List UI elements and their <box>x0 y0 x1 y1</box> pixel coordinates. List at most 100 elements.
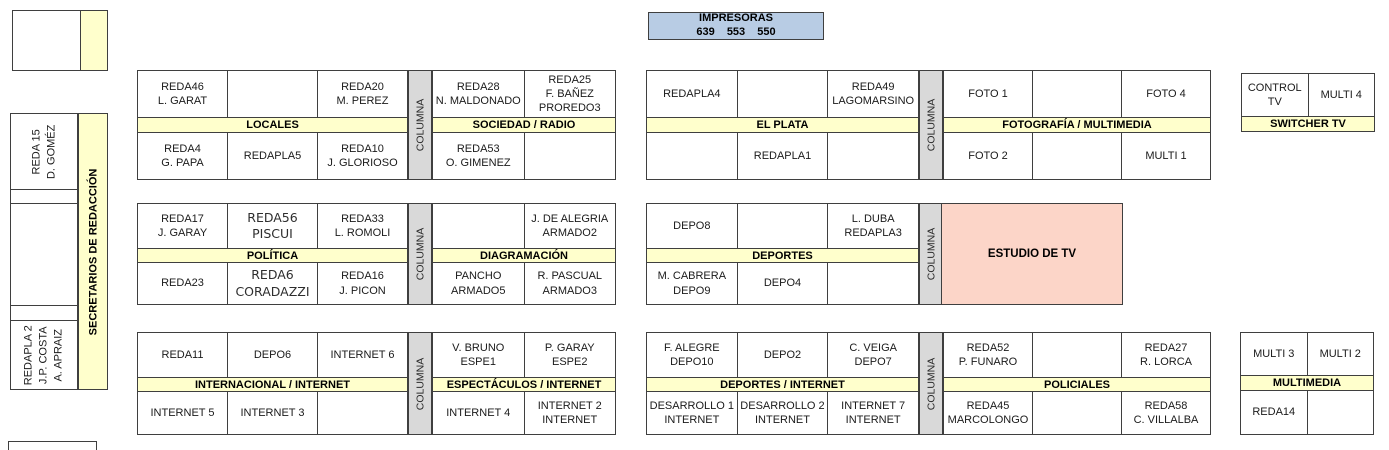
columna-label: COLUMNA <box>414 98 427 152</box>
section-diagramacion: J. DE ALEGRIA ARMADO2 DIAGRAMACIÓN PANCH… <box>432 203 616 305</box>
desk-cell: REDAPLA1 <box>737 133 828 179</box>
desk-cell: FOTO 4 <box>1122 71 1210 117</box>
desk-cell: REDA10 J. GLORIOSO <box>318 133 407 179</box>
impresoras-title: IMPRESORAS <box>699 12 773 25</box>
desk-cell: F. ALEGRE DEPO10 <box>647 333 737 377</box>
desk-cell: REDA14 <box>1241 391 1307 434</box>
desk-cell: REDA25 F. BAÑEZ PROREDO3 <box>524 71 615 117</box>
desk-cell: J. DE ALEGRIA ARMADO2 <box>524 204 615 248</box>
columna-strip: COLUMNA <box>919 70 943 180</box>
left-empty-box-3 <box>10 305 78 321</box>
bottom-left-partial-box <box>8 441 97 450</box>
desk-cell <box>524 133 615 179</box>
desk-cell: MULTI 4 <box>1308 74 1374 116</box>
desk-label: REDAPLA 2 J.P. COSTA A. APRAIZ <box>22 325 65 385</box>
section-header-diagramacion: DIAGRAMACIÓN <box>433 249 615 262</box>
columna-strip: COLUMNA <box>919 332 943 435</box>
desk-cell: REDA53 O. GIMENEZ <box>433 133 524 179</box>
section-locales: REDA46 L. GARAT REDA20 M. PEREZ LOCALES … <box>137 70 408 180</box>
section-multimedia: MULTI 3 MULTI 2 MULTIMEDIA REDA14 <box>1240 332 1374 435</box>
desk-cell: REDA56 PISCUI <box>228 204 317 248</box>
section-fotografia-multimedia: FOTO 1 FOTO 4 FOTOGRAFÍA / MULTIMEDIA FO… <box>943 70 1211 180</box>
desk-cell: INTERNET 4 <box>433 392 524 434</box>
columna-label: COLUMNA <box>414 357 427 410</box>
impresoras-box: IMPRESORAS 639 553 550 <box>648 12 824 40</box>
desk-cell: L. DUBA REDAPLA3 <box>828 204 918 248</box>
desk-cell <box>828 263 918 304</box>
desk-cell <box>737 204 828 248</box>
section-header-sociedad-radio: SOCIEDAD / RADIO <box>433 118 615 132</box>
desk-cell: C. VEIGA DEPO7 <box>828 333 918 377</box>
desk-cell: REDAPLA4 <box>647 71 737 117</box>
left-empty-box-2 <box>10 203 78 306</box>
desk-cell <box>1307 391 1373 434</box>
desk-cell: DESARROLLO 1 INTERNET <box>647 392 737 434</box>
section-el-plata: REDAPLA4 REDA49 LAGOMARSINO EL PLATA RED… <box>646 70 919 180</box>
section-sociedad-radio: REDA28 N. MALDONADO REDA25 F. BAÑEZ PROR… <box>432 70 616 180</box>
desk-cell: REDA6 CORADAZZI <box>228 263 317 304</box>
desk-cell: PANCHO ARMADO5 <box>433 263 524 304</box>
desk-cell: MULTI 2 <box>1307 333 1373 375</box>
estudio-label: ESTUDIO DE TV <box>987 248 1077 260</box>
desk-cell: REDA4 G. PAPA <box>138 133 227 179</box>
desk-cell <box>647 133 737 179</box>
desk-cell: REDA52 P. FUNARO <box>944 333 1032 377</box>
desk-cell: REDA33 L. ROMOLI <box>318 204 407 248</box>
columna-label: COLUMNA <box>414 227 427 281</box>
desk-cell: REDA49 LAGOMARSINO <box>828 71 918 117</box>
desk-cell: REDA17 J. GARAY <box>138 204 227 248</box>
section-espectaculos-internet: V. BRUNO ESPE1 P. GARAY ESPE2 ESPECTÁCUL… <box>432 332 616 435</box>
section-switcher-tv: CONTROL TV MULTI 4 SWITCHER TV <box>1241 73 1375 132</box>
desk-cell: INTERNET 2 INTERNET <box>524 392 615 434</box>
secretarios-strip: SECRETARIOS DE REDACCIÓN <box>78 113 108 390</box>
section-politica: REDA17 J. GARAY REDA56 PISCUI REDA33 L. … <box>137 203 408 305</box>
impresoras-numbers: 639 553 550 <box>696 26 776 38</box>
columna-label: COLUMNA <box>925 357 938 410</box>
desk-cell: REDA58 C. VILLALBA <box>1122 392 1210 434</box>
section-deportes: DEPO8 L. DUBA REDAPLA3 DEPORTES M. CABRE… <box>646 203 919 305</box>
desk-cell: FOTO 1 <box>944 71 1032 117</box>
desk-cell: MULTI 1 <box>1122 133 1210 179</box>
desk-cell: M. CABRERA DEPO9 <box>647 263 737 304</box>
section-header-locales: LOCALES <box>138 118 407 132</box>
desk-cell: DEPO8 <box>647 204 737 248</box>
columna-strip: COLUMNA <box>408 203 432 305</box>
corner-box-white <box>13 11 80 70</box>
section-header-deportes: DEPORTES <box>647 249 918 262</box>
desk-cell <box>433 204 524 248</box>
desk-cell: REDA28 N. MALDONADO <box>433 71 524 117</box>
desk-cell: REDA45 MARCOLONGO <box>944 392 1032 434</box>
desk-cell: REDA20 M. PEREZ <box>318 71 407 117</box>
desk-cell: INTERNET 5 <box>138 392 227 434</box>
columna-strip: COLUMNA <box>408 70 432 180</box>
desk-cell <box>318 392 407 434</box>
desk-cell <box>1033 392 1121 434</box>
section-header-politica: POLÍTICA <box>138 249 407 262</box>
desk-cell <box>737 71 828 117</box>
section-policiales: REDA52 P. FUNARO REDA27 R. LORCA POLICIA… <box>943 332 1211 435</box>
desk-cell: DESARROLLO 2 INTERNET <box>737 392 828 434</box>
section-header-switcher-tv: SWITCHER TV <box>1242 117 1374 131</box>
desk-cell <box>828 133 918 179</box>
desk-cell <box>228 71 317 117</box>
section-header-el-plata: EL PLATA <box>647 118 918 132</box>
desk-cell: V. BRUNO ESPE1 <box>433 333 524 377</box>
corner-boxes <box>12 10 108 71</box>
desk-cell <box>1033 71 1121 117</box>
section-header-multimedia: MULTIMEDIA <box>1241 376 1373 390</box>
corner-box-yellow <box>81 11 107 70</box>
columna-label: COLUMNA <box>925 98 938 152</box>
desk-cell: DEPO2 <box>737 333 828 377</box>
desk-cell: DEPO6 <box>228 333 317 377</box>
desk-redapla2: REDAPLA 2 J.P. COSTA A. APRAIZ <box>10 320 78 390</box>
desk-cell: REDA27 R. LORCA <box>1122 333 1210 377</box>
columna-strip: COLUMNA <box>408 332 432 435</box>
desk-cell: REDA23 <box>138 263 227 304</box>
desk-cell: MULTI 3 <box>1241 333 1307 375</box>
section-header-internacional-internet: INTERNACIONAL / INTERNET <box>138 378 407 391</box>
estudio-de-tv: ESTUDIO DE TV <box>941 203 1123 305</box>
secretarios-label: SECRETARIOS DE REDACCIÓN <box>87 168 99 335</box>
desk-reda15: REDA 15 D. GOMÉZ <box>10 113 78 190</box>
desk-cell: REDA46 L. GARAT <box>138 71 227 117</box>
